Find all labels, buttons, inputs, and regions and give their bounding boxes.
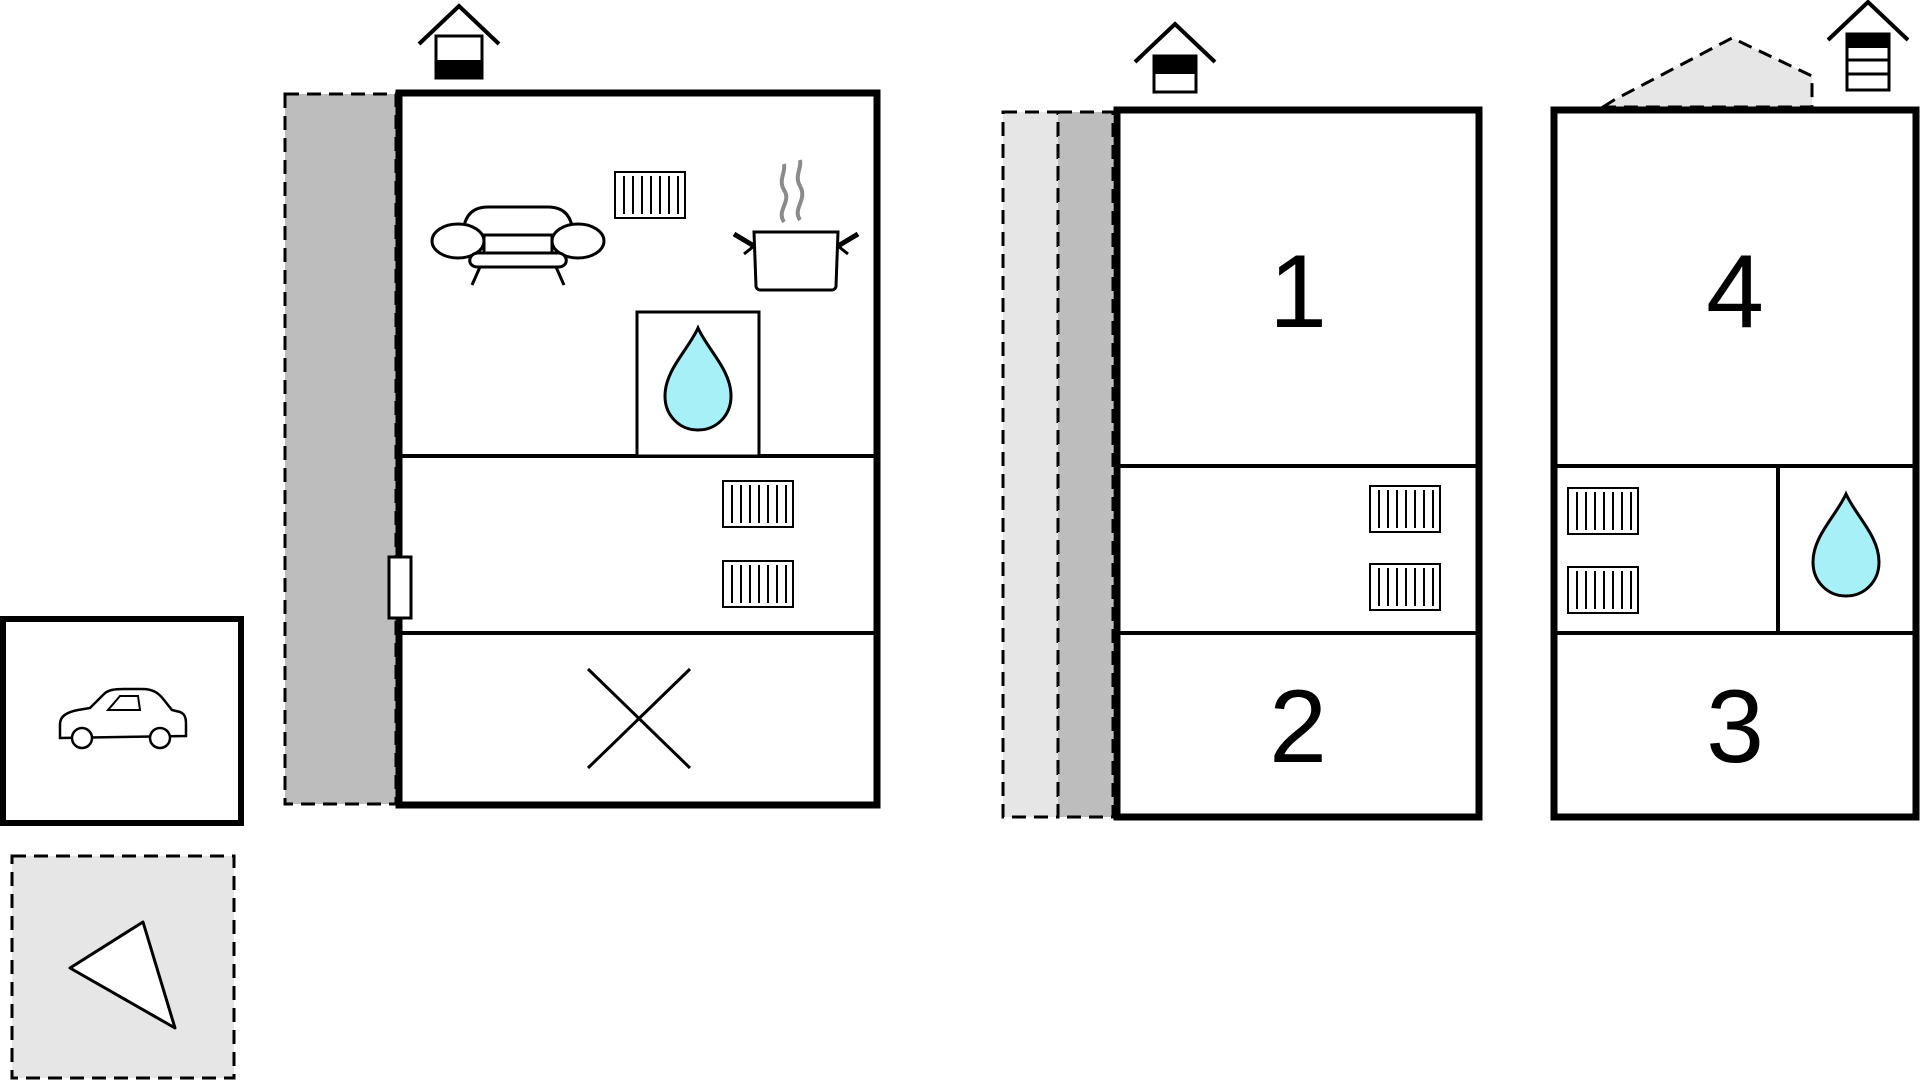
room-number-1: 1 bbox=[1269, 234, 1327, 350]
radiator-icon bbox=[614, 171, 686, 219]
garage-building bbox=[0, 616, 244, 826]
hallway bbox=[387, 480, 794, 620]
door-icon bbox=[387, 555, 413, 620]
balcony-light bbox=[1001, 110, 1060, 819]
dormer-outline bbox=[1597, 36, 1814, 109]
bedroom-2: 2 bbox=[1269, 669, 1327, 785]
radiator-icon bbox=[1567, 566, 1639, 614]
second-floor: 4 3 bbox=[1550, 0, 1920, 821]
radiator-icon bbox=[1369, 485, 1441, 533]
cooking-pot-icon bbox=[732, 159, 860, 292]
house-floor-ground-icon bbox=[417, 4, 501, 80]
first-floor: 1 2 bbox=[1001, 22, 1483, 821]
outdoor-terrace bbox=[10, 854, 236, 1080]
radiator-icon bbox=[722, 480, 794, 528]
room-number-3: 3 bbox=[1706, 669, 1764, 785]
bedroom-3: 3 bbox=[1706, 669, 1764, 785]
ground-floor bbox=[283, 4, 881, 809]
utility-room bbox=[586, 667, 692, 770]
sofa-icon bbox=[430, 205, 606, 286]
house-floor-first-icon bbox=[1133, 22, 1217, 94]
room-number-4: 4 bbox=[1706, 234, 1764, 350]
bedroom-1: 1 bbox=[1269, 234, 1327, 350]
bathroom bbox=[635, 310, 761, 458]
balcony-dark bbox=[1056, 110, 1115, 819]
radiator-icon bbox=[1369, 563, 1441, 611]
sunshade-icon bbox=[68, 920, 177, 1030]
radiator-icon bbox=[722, 560, 794, 608]
cross-mark-icon bbox=[586, 667, 692, 770]
house-floor-second-icon bbox=[1826, 0, 1910, 92]
car-icon bbox=[58, 687, 188, 750]
living-room bbox=[430, 159, 860, 292]
bedroom-4: 4 bbox=[1706, 234, 1764, 350]
room-number-2: 2 bbox=[1269, 669, 1327, 785]
radiator-icon bbox=[1567, 487, 1639, 535]
side-terrace bbox=[283, 92, 398, 806]
